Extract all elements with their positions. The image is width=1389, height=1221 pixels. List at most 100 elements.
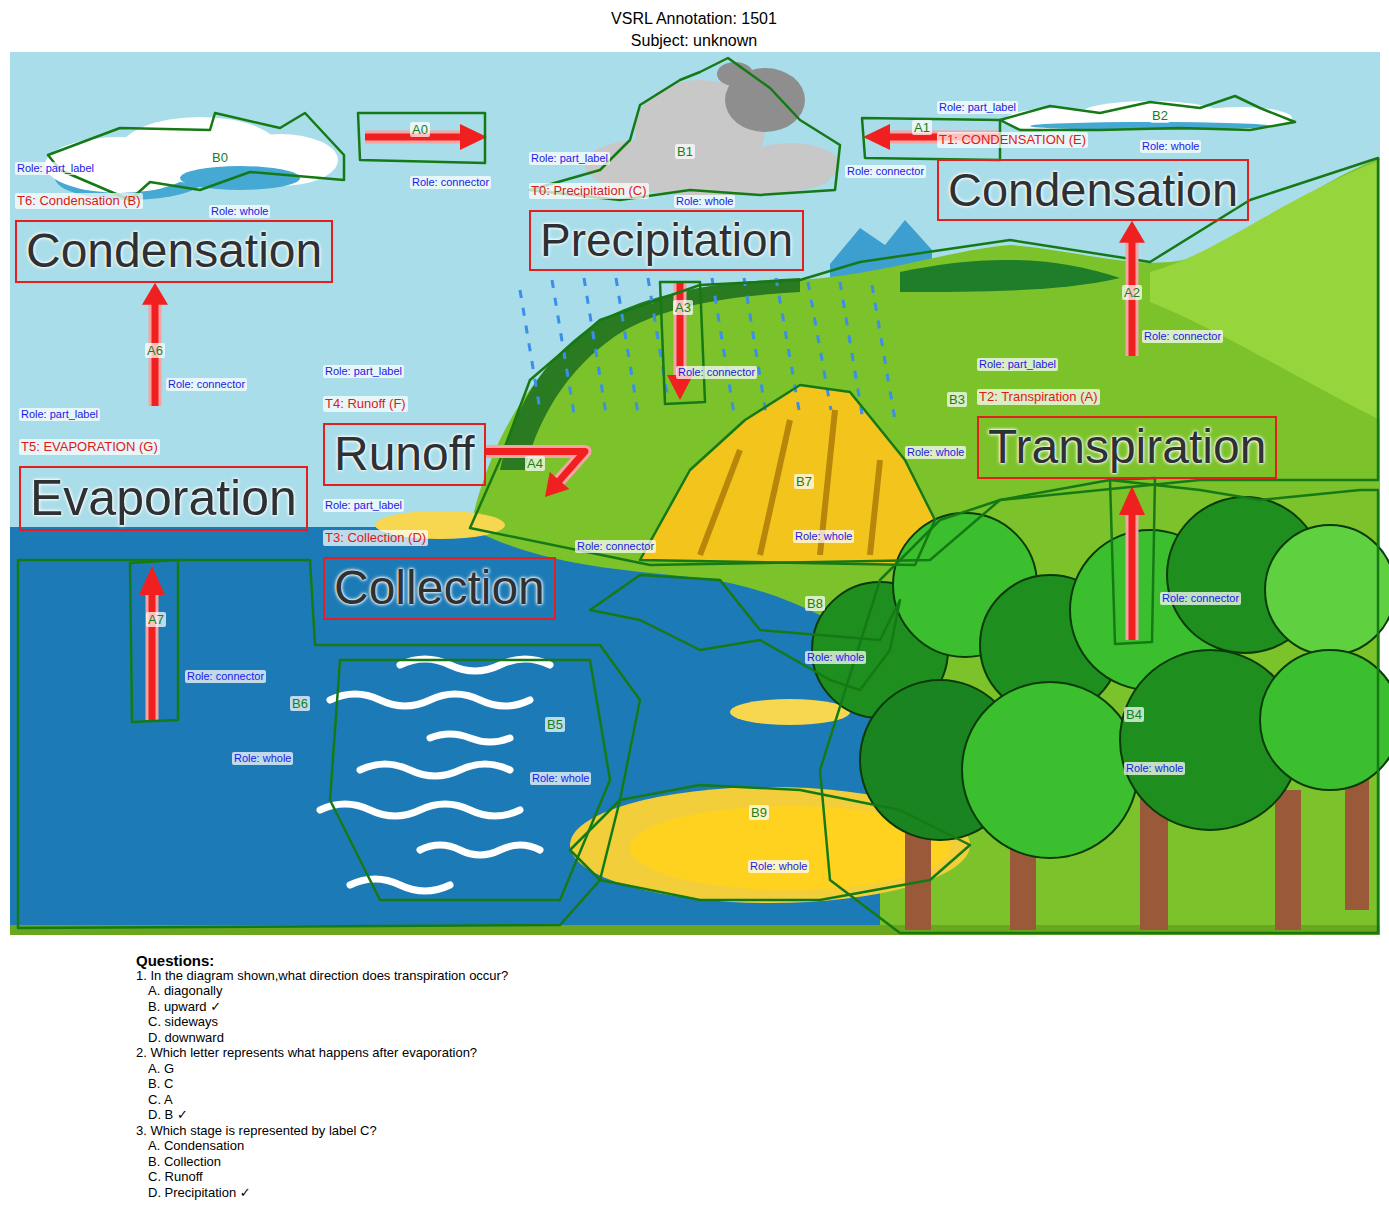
arrow-id: A1 bbox=[912, 120, 932, 135]
question-text: 1. In the diagram shown,what direction d… bbox=[136, 968, 508, 983]
role-label: Role: part_label bbox=[323, 365, 404, 378]
region-outline bbox=[358, 113, 485, 163]
red-arrow bbox=[460, 124, 487, 150]
task-label: T4: Runoff (F) bbox=[323, 396, 408, 412]
region-outline bbox=[330, 660, 610, 900]
role-row: Role: part_label bbox=[977, 356, 1277, 369]
region-id: B7 bbox=[794, 474, 814, 489]
rain bbox=[584, 278, 607, 420]
box-row: Condensation bbox=[937, 159, 1249, 221]
rain bbox=[520, 290, 540, 410]
role-label: Role: part_label bbox=[19, 408, 100, 421]
region-outline bbox=[1110, 478, 1155, 644]
flow-arrow bbox=[486, 451, 585, 497]
region-outline bbox=[590, 575, 900, 690]
question-text: C. A bbox=[148, 1092, 173, 1107]
task-label: T3: Collection (D) bbox=[323, 530, 428, 546]
region-outline bbox=[18, 58, 1378, 933]
region-id: B4 bbox=[1124, 707, 1144, 722]
role-label: Role: part_label bbox=[977, 358, 1058, 371]
stage-node: Role: part_labelT6: Condensation (B)Cond… bbox=[15, 160, 333, 283]
arrow-glow bbox=[486, 451, 585, 482]
diagram-title: VSRL Annotation: 1501 Subject: unknown bbox=[594, 8, 794, 52]
task-row: T3: Collection (D) bbox=[323, 529, 556, 545]
land bbox=[470, 158, 1380, 935]
role-label: Role: whole bbox=[1140, 140, 1201, 153]
rain bbox=[840, 282, 863, 420]
land bbox=[470, 158, 1380, 935]
stage-label-box: Condensation bbox=[937, 159, 1249, 221]
rain bbox=[520, 278, 895, 420]
stage-label-box: Condensation bbox=[15, 220, 333, 283]
box-row: Condensation bbox=[15, 220, 333, 283]
arrow-id: A6 bbox=[145, 343, 165, 358]
arrow-id: A4 bbox=[525, 456, 545, 471]
mountain bbox=[640, 385, 935, 565]
role-row: Role: part_label bbox=[19, 406, 308, 419]
role-label: Role: connector bbox=[166, 378, 247, 391]
region-outline bbox=[640, 385, 935, 565]
question-text: 3. Which stage is represented by label C… bbox=[136, 1123, 377, 1138]
stage-node: Role: part_labelT5: EVAPORATION (G)Evapo… bbox=[19, 406, 308, 531]
region-id: B9 bbox=[749, 805, 769, 820]
waves bbox=[420, 845, 540, 855]
rain bbox=[872, 285, 895, 420]
stage-node: Role: part_labelT3: Collection (D)Collec… bbox=[323, 497, 556, 620]
question-text: A. G bbox=[148, 1061, 174, 1076]
region-outline bbox=[820, 480, 1378, 933]
role-label: Role: connector bbox=[185, 670, 266, 683]
region-outline bbox=[18, 560, 640, 928]
role-row: Role: part_label bbox=[529, 150, 804, 163]
role-label: Role: part_label bbox=[15, 162, 96, 175]
stage-label-box: Evaporation bbox=[19, 466, 308, 531]
task-row: T0: Precipitation (C) bbox=[529, 182, 804, 198]
role-label: Role: whole bbox=[805, 651, 866, 664]
region-outline bbox=[530, 58, 840, 200]
arrow-head bbox=[1119, 221, 1145, 243]
role-label: Role: connector bbox=[575, 540, 656, 553]
question-text: B. C bbox=[148, 1076, 173, 1091]
questions-heading: Questions: bbox=[136, 952, 214, 969]
arrow-head bbox=[142, 283, 168, 305]
role-label: Role: part_label bbox=[937, 101, 1018, 114]
trees bbox=[1260, 650, 1389, 790]
task-label: T2: Transpiration (A) bbox=[977, 389, 1100, 405]
box-row: Evaporation bbox=[19, 466, 308, 531]
stage-label-box: Runoff bbox=[323, 423, 486, 486]
region-outline bbox=[48, 113, 344, 200]
arrow-id: A0 bbox=[410, 122, 430, 137]
role-row: Role: part_label bbox=[937, 99, 1249, 112]
arrow-id: A7 bbox=[146, 612, 166, 627]
waves bbox=[320, 659, 550, 891]
role-label: Role: connector bbox=[845, 165, 926, 178]
mountain bbox=[700, 410, 880, 555]
role-label: Role: whole bbox=[1124, 762, 1185, 775]
role-label: Role: whole bbox=[674, 195, 735, 208]
task-label: T0: Precipitation (C) bbox=[529, 183, 649, 199]
arrow-head bbox=[545, 472, 569, 497]
arrow-shaft bbox=[486, 451, 585, 482]
arrow-id: A3 bbox=[673, 300, 693, 315]
stage-node: Role: part_labelT4: Runoff (F) Runoff bbox=[323, 363, 486, 486]
region-outline bbox=[130, 560, 178, 722]
region-id: B2 bbox=[1150, 108, 1170, 123]
region-id: B3 bbox=[947, 392, 967, 407]
question-text: B. upward ✓ bbox=[148, 999, 221, 1014]
region-id: B8 bbox=[805, 596, 825, 611]
waves bbox=[350, 879, 450, 891]
role-label: Role: part_label bbox=[529, 152, 610, 165]
box-row: Transpiration bbox=[977, 416, 1277, 479]
question-text: D. downward bbox=[148, 1030, 224, 1045]
question-text: A. Condensation bbox=[148, 1138, 244, 1153]
sky bbox=[10, 52, 1380, 935]
region-id: B0 bbox=[210, 150, 230, 165]
task-row: T1: CONDENSATION (E) bbox=[937, 131, 1249, 147]
role-label: Role: whole bbox=[748, 860, 809, 873]
role-row: Role: part_label bbox=[323, 363, 486, 376]
role-label: Role: whole bbox=[905, 446, 966, 459]
stage-label-box: Collection bbox=[323, 557, 556, 620]
question-text: D. Precipitation ✓ bbox=[148, 1185, 251, 1200]
red-arrow bbox=[1119, 486, 1145, 515]
box-row: Runoff bbox=[323, 423, 486, 486]
rain bbox=[776, 278, 799, 410]
